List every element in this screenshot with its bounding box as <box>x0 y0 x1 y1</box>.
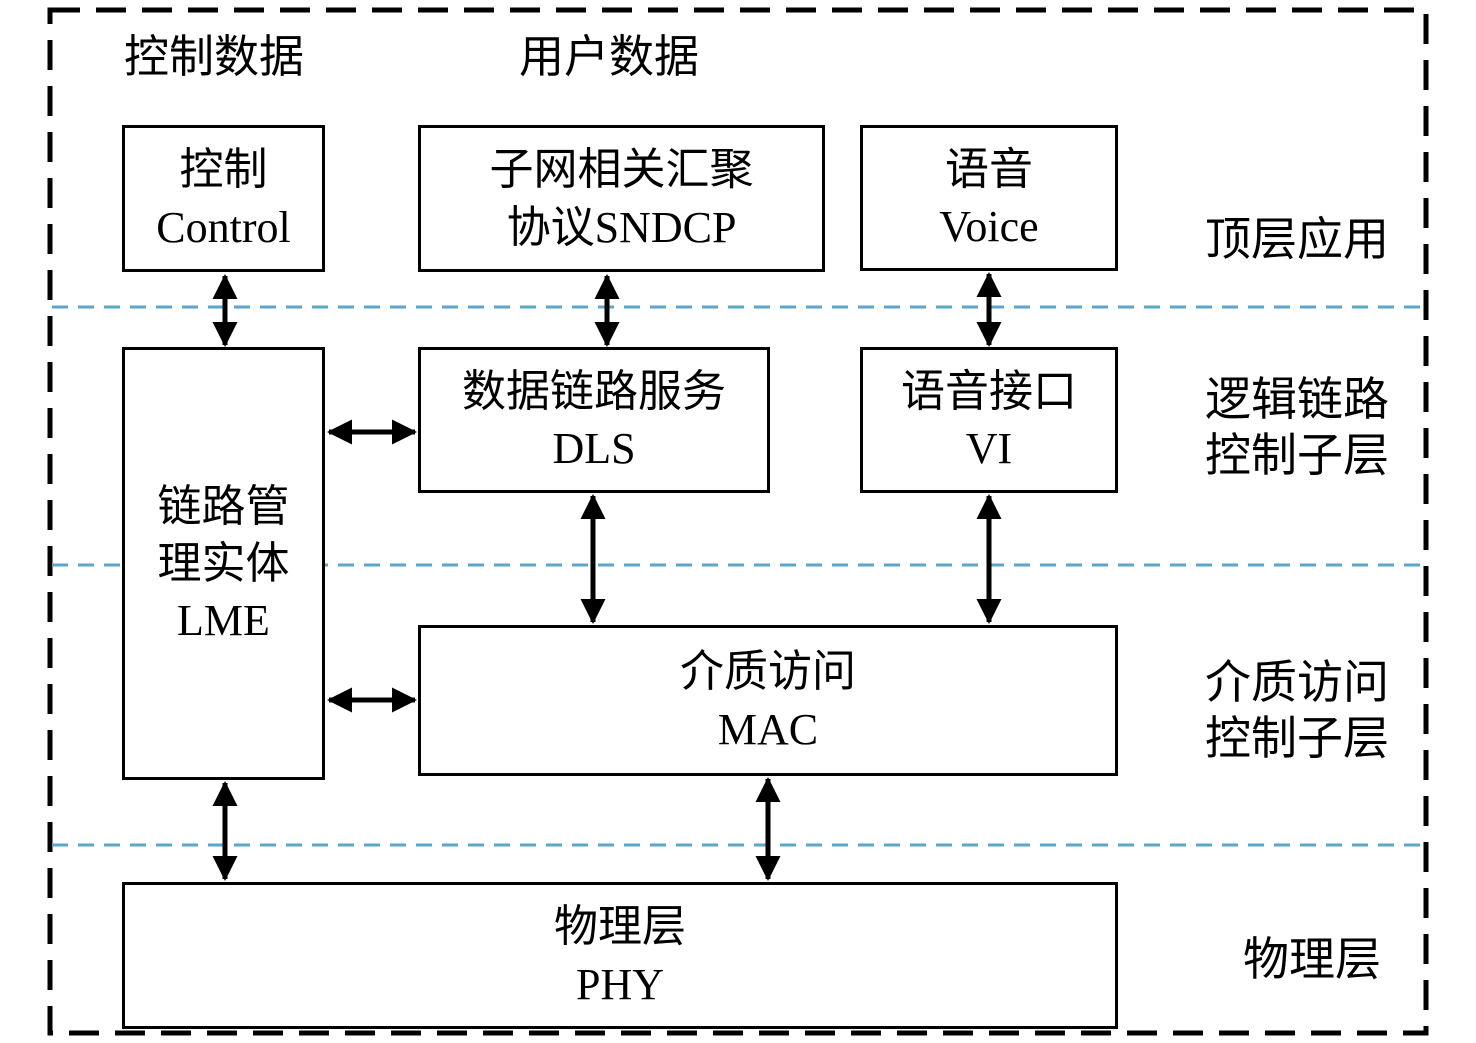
vi-box-label-cn: 语音接口 <box>901 366 1077 416</box>
lme-box-label-en: LME <box>177 596 270 646</box>
layer-label-mac-line1: 介质访问 <box>1205 657 1389 708</box>
voice-box: 语音 Voice <box>860 125 1118 271</box>
sndcp-box: 子网相关汇聚 协议SNDCP <box>418 125 825 272</box>
vi-box: 语音接口 VI <box>860 347 1118 493</box>
dls-box-label-cn: 数据链路服务 <box>462 366 726 416</box>
lme-box-label-line1: 链路管 <box>157 481 290 531</box>
lme-box: 链路管 理实体 LME <box>122 347 325 780</box>
layer-label-mac-sublayer: 介质访问 控制子层 <box>1205 655 1389 767</box>
layer-label-llc: 逻辑链路 控制子层 <box>1205 372 1389 484</box>
outer-dashed-border <box>47 7 1429 1036</box>
layer-label-mac-line2: 控制子层 <box>1205 713 1389 765</box>
mac-box: 介质访问 MAC <box>418 625 1118 776</box>
layer-label-llc-line2: 控制子层 <box>1205 430 1389 482</box>
control-box: 控制 Control <box>122 125 325 272</box>
phy-box: 物理层 PHY <box>122 882 1118 1029</box>
mac-box-label-cn: 介质访问 <box>680 647 856 697</box>
user-data-label: 用户数据 <box>519 32 700 82</box>
sndcp-box-label-line1: 子网相关汇聚 <box>489 145 754 195</box>
layer-label-top-application: 顶层应用 <box>1205 214 1389 265</box>
phy-box-label-en: PHY <box>575 959 665 1009</box>
dls-box-label-en: DLS <box>552 424 636 473</box>
control-box-label-en: Control <box>156 202 291 252</box>
mac-box-label-en: MAC <box>717 704 819 754</box>
sndcp-box-label-line2: 协议SNDCP <box>506 202 737 252</box>
control-box-label-cn: 控制 <box>179 145 268 195</box>
phy-box-label-cn: 物理层 <box>554 902 686 952</box>
layer-label-physical: 物理层 <box>1243 934 1381 985</box>
dls-box: 数据链路服务 DLS <box>418 347 770 493</box>
lme-box-label-line2: 理实体 <box>157 538 290 588</box>
voice-box-label-en: Voice <box>939 202 1039 251</box>
layer-label-llc-line1: 逻辑链路 <box>1205 374 1389 425</box>
control-data-label: 控制数据 <box>124 32 305 82</box>
vi-box-label-en: VI <box>965 424 1013 473</box>
voice-box-label-cn: 语音 <box>945 144 1033 194</box>
